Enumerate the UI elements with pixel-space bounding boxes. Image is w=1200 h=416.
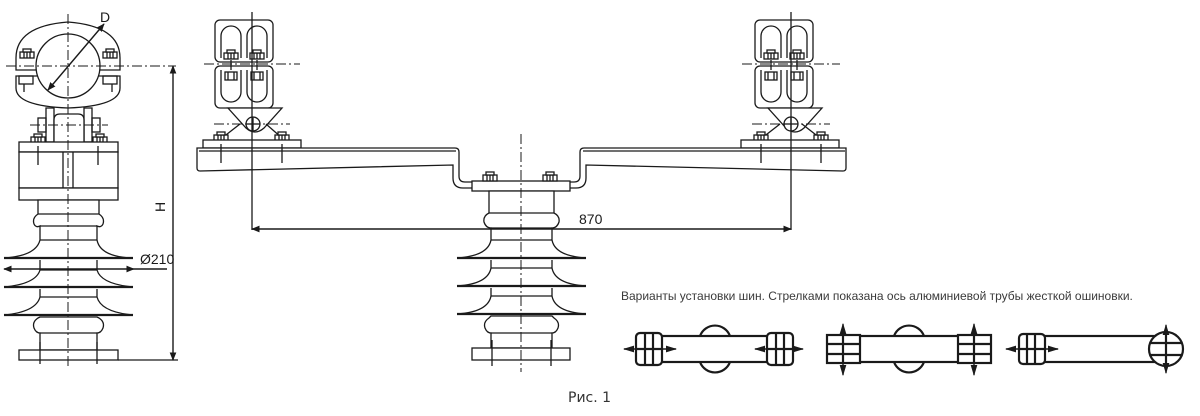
shed-diameter-label: Ø210 [140,251,174,267]
front-view: 870 [196,12,847,372]
bus-bracket [196,144,847,192]
variant-2 [825,322,993,377]
diameter-dimension-line [47,23,105,91]
clamp-bracket [30,107,108,144]
tube-clamp: D [6,9,176,109]
figure-label: Рис. 1 [568,390,612,406]
diameter-label: D [100,9,110,25]
variant-3 [1004,323,1185,375]
variants-caption: Варианты установки шин. Стрелками показа… [621,289,1133,303]
variant-1 [622,324,805,374]
side-view: D [3,9,178,368]
height-label: H [152,202,168,212]
span-label: 870 [579,211,603,227]
